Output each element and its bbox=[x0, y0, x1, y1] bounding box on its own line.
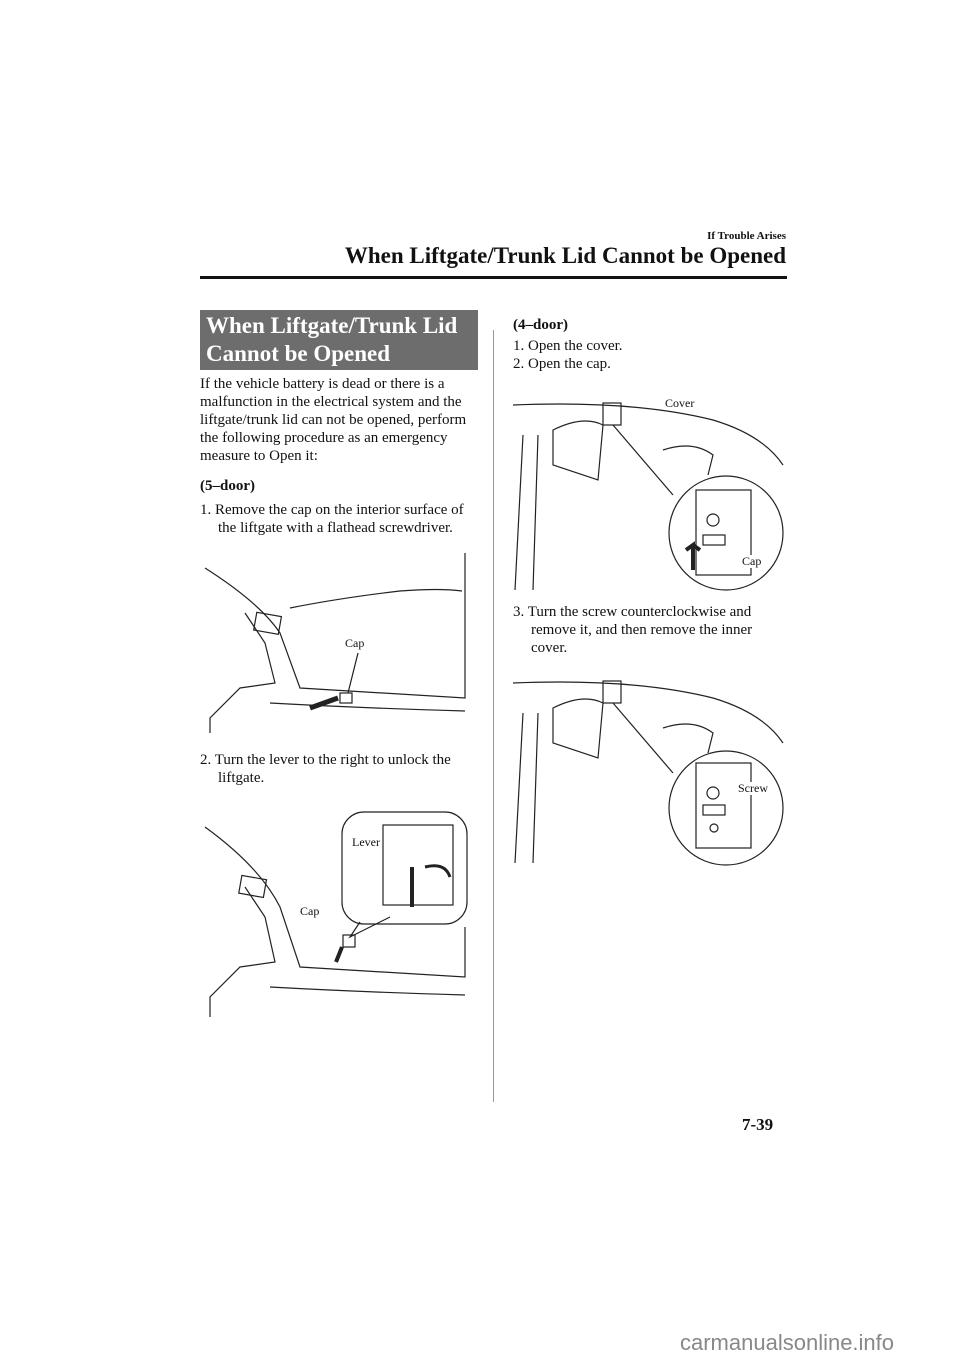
five-door-figure-2 bbox=[204, 811, 468, 1017]
page-title: When Liftgate/Trunk Lid Cannot be Opened bbox=[344, 243, 786, 268]
four-door-figure-1-wrap: Cover Cap bbox=[513, 395, 787, 595]
cover-label: Cover bbox=[665, 396, 695, 410]
five-door-figure-2-wrap: Lever Cap bbox=[200, 807, 478, 1017]
four-door-figure-2 bbox=[513, 680, 784, 866]
four-door-figure-2-wrap: Screw bbox=[513, 673, 787, 868]
five-door-label: (5–door) bbox=[200, 478, 255, 494]
cap-label-3: Cap bbox=[742, 554, 762, 568]
section-heading: When Liftgate/Trunk Lid Cannot be Opened bbox=[200, 310, 478, 370]
header-rule bbox=[200, 276, 787, 279]
four-door-step-1: 1. Open the cover. bbox=[513, 338, 623, 354]
four-door-step-3: 3. Turn the screw counterclockwise and r… bbox=[513, 604, 753, 656]
four-door-label: (4–door) bbox=[513, 317, 568, 333]
screw-label: Screw bbox=[738, 781, 768, 795]
lever-label: Lever bbox=[352, 835, 380, 849]
cap-label: Cap bbox=[345, 636, 365, 650]
left-column: When Liftgate/Trunk Lid Cannot be Opened… bbox=[200, 310, 478, 1017]
five-door-step-1: 1. Remove the cap on the interior surfac… bbox=[200, 502, 464, 536]
section-name: If Trouble Arises bbox=[707, 230, 786, 242]
column-divider bbox=[493, 330, 494, 1102]
cap-label-2: Cap bbox=[300, 904, 320, 918]
heading-line-2: Cannot be Opened bbox=[206, 341, 391, 366]
intro-text: If the vehicle battery is dead or there … bbox=[200, 376, 467, 464]
five-door-figure-1-wrap: Cap bbox=[200, 553, 478, 733]
heading-line-1: When Liftgate/Trunk Lid bbox=[206, 313, 458, 338]
watermark: carmanualsonline.info bbox=[680, 1330, 895, 1355]
four-door-step-2: 2. Open the cap. bbox=[513, 356, 611, 372]
page-number: 7-39 bbox=[742, 1115, 774, 1134]
right-column: (4–door) 1. Open the cover. 2. Open the … bbox=[513, 316, 787, 868]
five-door-figure-1 bbox=[204, 553, 466, 733]
five-door-step-2: 2. Turn the lever to the right to unlock… bbox=[200, 752, 451, 786]
